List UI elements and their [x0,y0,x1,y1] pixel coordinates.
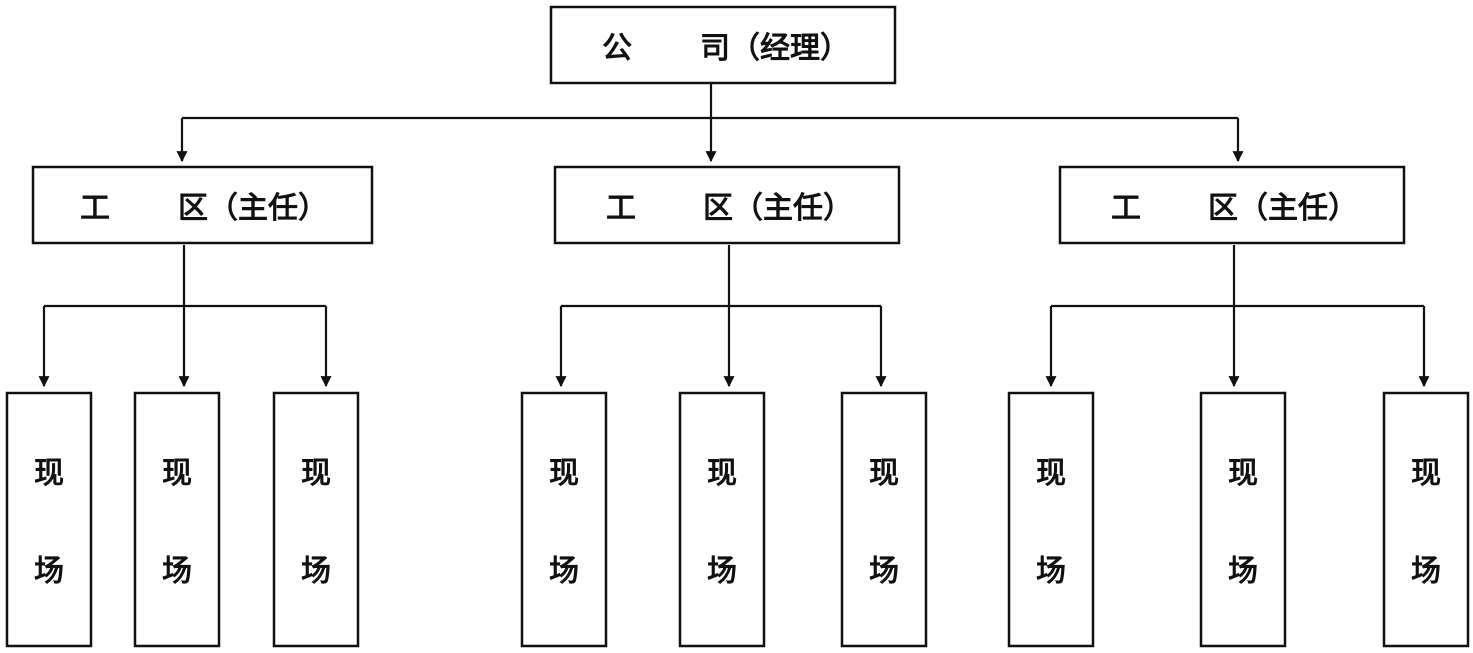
site-label-top: 现 [1228,456,1258,491]
site-node: 现 场 [678,391,766,648]
site-label-top: 现 [549,456,579,491]
company-label-right: 司（经理） [700,31,850,66]
site-label-top: 现 [301,456,331,491]
site-label-bottom: 场 [1411,554,1441,589]
workzone-label-left: 工 [80,191,110,226]
site-node: 现 场 [1382,391,1470,648]
company-label-left: 公 [602,31,632,66]
site-label-bottom: 场 [869,554,899,589]
company-node: 公 司（经理） [549,5,897,85]
site-label-bottom: 场 [34,554,64,589]
site-node: 现 场 [1199,391,1287,648]
workzone-label-right: 区（主任） [703,191,853,226]
connectors [38,84,1430,388]
site-node: 现 场 [272,391,360,648]
site-label-bottom: 场 [707,554,737,589]
site-label-bottom: 场 [549,554,579,589]
site-label-bottom: 场 [301,554,331,589]
site-label-top: 现 [162,456,192,491]
site-label-top: 现 [1411,456,1441,491]
site-node: 现 场 [133,391,221,648]
site-label-bottom: 场 [162,554,192,589]
site-node: 现 场 [840,391,928,648]
workzone-node-3: 工 区（主任） [1058,165,1406,245]
workzone-label-right: 区（主任） [1208,191,1358,226]
workzone-label-left: 工 [1111,191,1141,226]
site-label-top: 现 [1036,456,1066,491]
site-label-top: 现 [707,456,737,491]
site-label-bottom: 场 [1228,554,1258,589]
workzone-label-right: 区（主任） [178,191,328,226]
workzone-label-left: 工 [606,191,636,226]
site-label-top: 现 [869,456,899,491]
site-node: 现 场 [5,391,93,648]
workzone-node-1: 工 区（主任） [31,165,374,245]
workzone-node-2: 工 区（主任） [553,165,901,245]
site-node: 现 场 [520,391,608,648]
site-node: 现 场 [1007,391,1095,648]
site-label-top: 现 [34,456,64,491]
site-label-bottom: 场 [1036,554,1066,589]
